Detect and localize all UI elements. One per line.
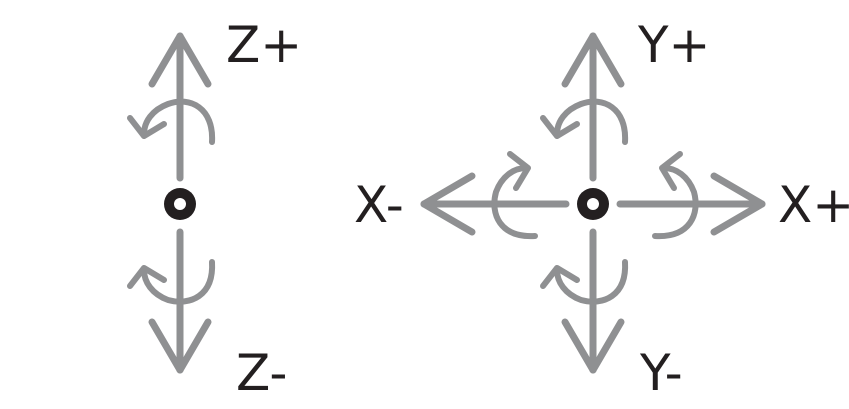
z-plus-rotation-head xyxy=(127,115,167,139)
z-minus-rotation-arrow xyxy=(127,259,216,305)
y-minus-rotation-arc xyxy=(554,259,629,305)
x-plus-rotation-head xyxy=(659,151,683,191)
y-minus-rotation-arrow xyxy=(540,259,629,305)
x-plus-rotation-arrow xyxy=(652,151,699,240)
y-plus-rotation-arrow xyxy=(540,98,629,145)
x-minus-rotation-arrow xyxy=(491,151,538,240)
y-plus-rotation-head xyxy=(540,115,580,139)
x-plus-rotation-arc xyxy=(652,165,699,240)
z-plus-rotation-arrow xyxy=(127,98,216,145)
z-minus-rotation-arc xyxy=(141,259,216,305)
z-origin-marker xyxy=(164,188,196,220)
x-minus-rotation-head xyxy=(507,151,531,191)
x-minus-label: X- xyxy=(354,176,404,234)
x-minus-arrow-head xyxy=(420,172,476,236)
x-plus-label: X+ xyxy=(778,176,849,234)
y-plus-arrow-head xyxy=(561,32,625,88)
y-minus-rotation-head xyxy=(540,265,580,289)
x-plus-arrow-head xyxy=(710,172,766,236)
y-plus-arrow xyxy=(561,32,625,182)
y-minus-arrow-head xyxy=(561,318,625,374)
z-plus-label: Z+ xyxy=(226,16,302,74)
xy-origin-marker xyxy=(577,188,609,220)
y-plus-rotation-arc xyxy=(554,98,629,145)
z-plus-arrow-head xyxy=(148,32,212,88)
xy-axis-group: Y+ Y- X+ X- xyxy=(354,16,849,402)
z-plus-arrow xyxy=(148,32,212,182)
y-plus-label: Y+ xyxy=(637,16,710,74)
x-plus-arrow xyxy=(616,172,766,236)
y-minus-label: Y- xyxy=(639,344,683,402)
z-plus-rotation-arc xyxy=(141,98,216,145)
z-minus-label: Z- xyxy=(236,344,287,402)
z-minus-arrow-head xyxy=(148,318,212,374)
z-minus-rotation-head xyxy=(127,265,167,289)
x-minus-rotation-arc xyxy=(491,165,538,240)
z-axis-group: Z+ Z- xyxy=(127,16,302,402)
